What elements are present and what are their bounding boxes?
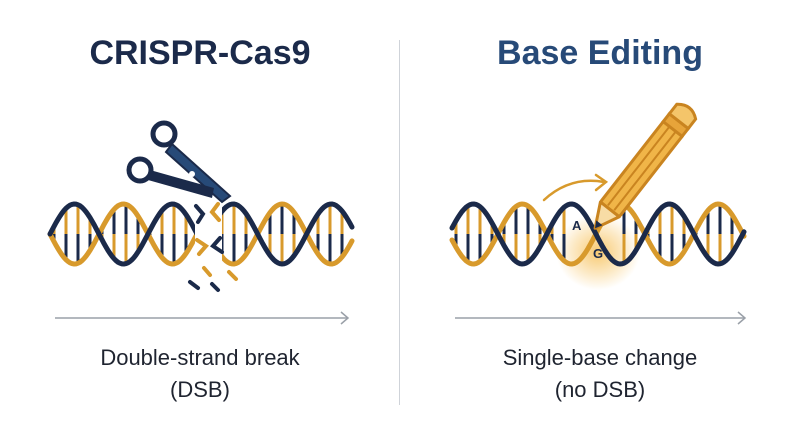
dna-helix-broken (47, 201, 355, 292)
crispr-caption: Double-strand break (DSB) (0, 342, 400, 406)
base-letter-bottom: G (593, 246, 603, 261)
dna-helix-intact: A G (449, 201, 747, 290)
dna-strand (222, 201, 355, 267)
dna-strand (222, 201, 355, 267)
pencil-icon (593, 102, 698, 230)
dna-strand (47, 201, 195, 267)
dna-strand (449, 201, 747, 267)
crispr-title: CRISPR-Cas9 (89, 34, 311, 72)
crispr-caption-line1: Double-strand break (100, 345, 300, 370)
panel-divider (399, 40, 400, 405)
crispr-caption-line2: (DSB) (170, 377, 230, 402)
right-baseline-arrow (455, 311, 747, 325)
edit-glow (556, 214, 640, 290)
base-editing-caption-line2: (no DSB) (554, 377, 646, 402)
dna-strand (449, 201, 747, 267)
break-fragments (188, 202, 238, 292)
base-editing-caption: Single-base change (no DSB) (400, 342, 800, 406)
scissors-icon (126, 120, 232, 204)
base-letter-top: A (572, 218, 582, 233)
left-baseline-arrow (55, 311, 350, 325)
dna-strand (47, 201, 195, 267)
base-editing-caption-line1: Single-base change (502, 345, 698, 370)
base-editing-title: Base Editing (497, 34, 703, 72)
curved-arrow-icon (542, 173, 609, 202)
